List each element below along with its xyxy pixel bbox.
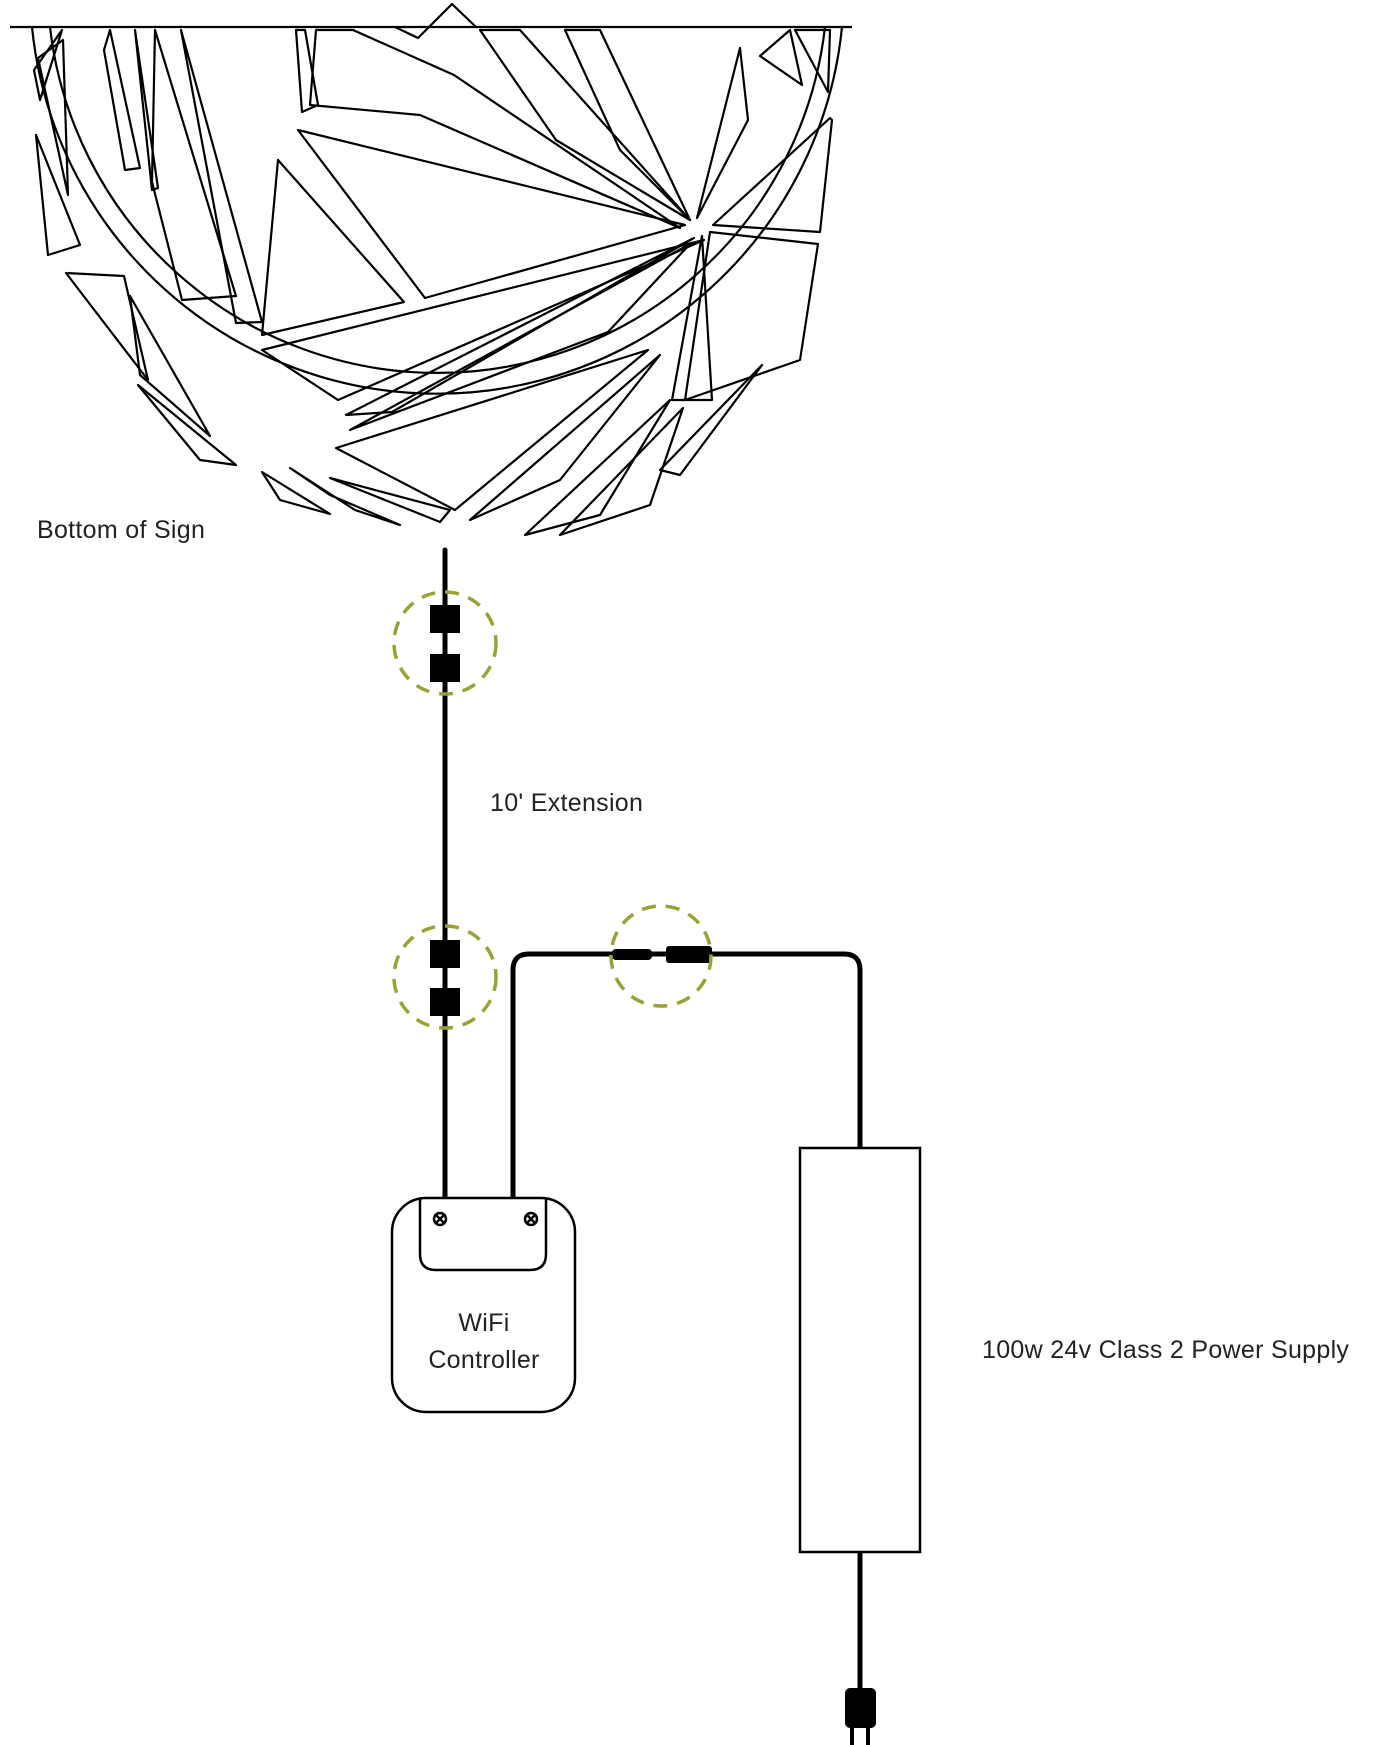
extension-label: 10' Extension — [490, 789, 643, 817]
sign-inner-arc — [48, 26, 827, 375]
controller-top-plate — [418, 1198, 548, 1272]
controller-body — [390, 1196, 577, 1414]
wall-plug-icon — [845, 1688, 876, 1745]
connector-1 — [392, 590, 498, 696]
controller-label-line2: Controller — [428, 1346, 539, 1374]
screw-icon — [523, 1211, 539, 1227]
wires — [442, 547, 863, 1693]
wifi-controller — [390, 1196, 577, 1414]
connector-2 — [392, 924, 498, 1030]
sign-outer-arc — [30, 26, 844, 395]
sign-label: Bottom of Sign — [37, 516, 205, 544]
sign-top-notch — [394, 2, 477, 40]
sign — [10, 2, 852, 537]
screw-icon — [432, 1211, 448, 1227]
power-supply-label: 100w 24v Class 2 Power Supply — [982, 1336, 1349, 1364]
power-supply — [798, 1146, 922, 1554]
sign-cutouts — [32, 28, 834, 537]
connector-3 — [609, 904, 713, 1008]
controller-label-line1: WiFi — [458, 1309, 509, 1337]
